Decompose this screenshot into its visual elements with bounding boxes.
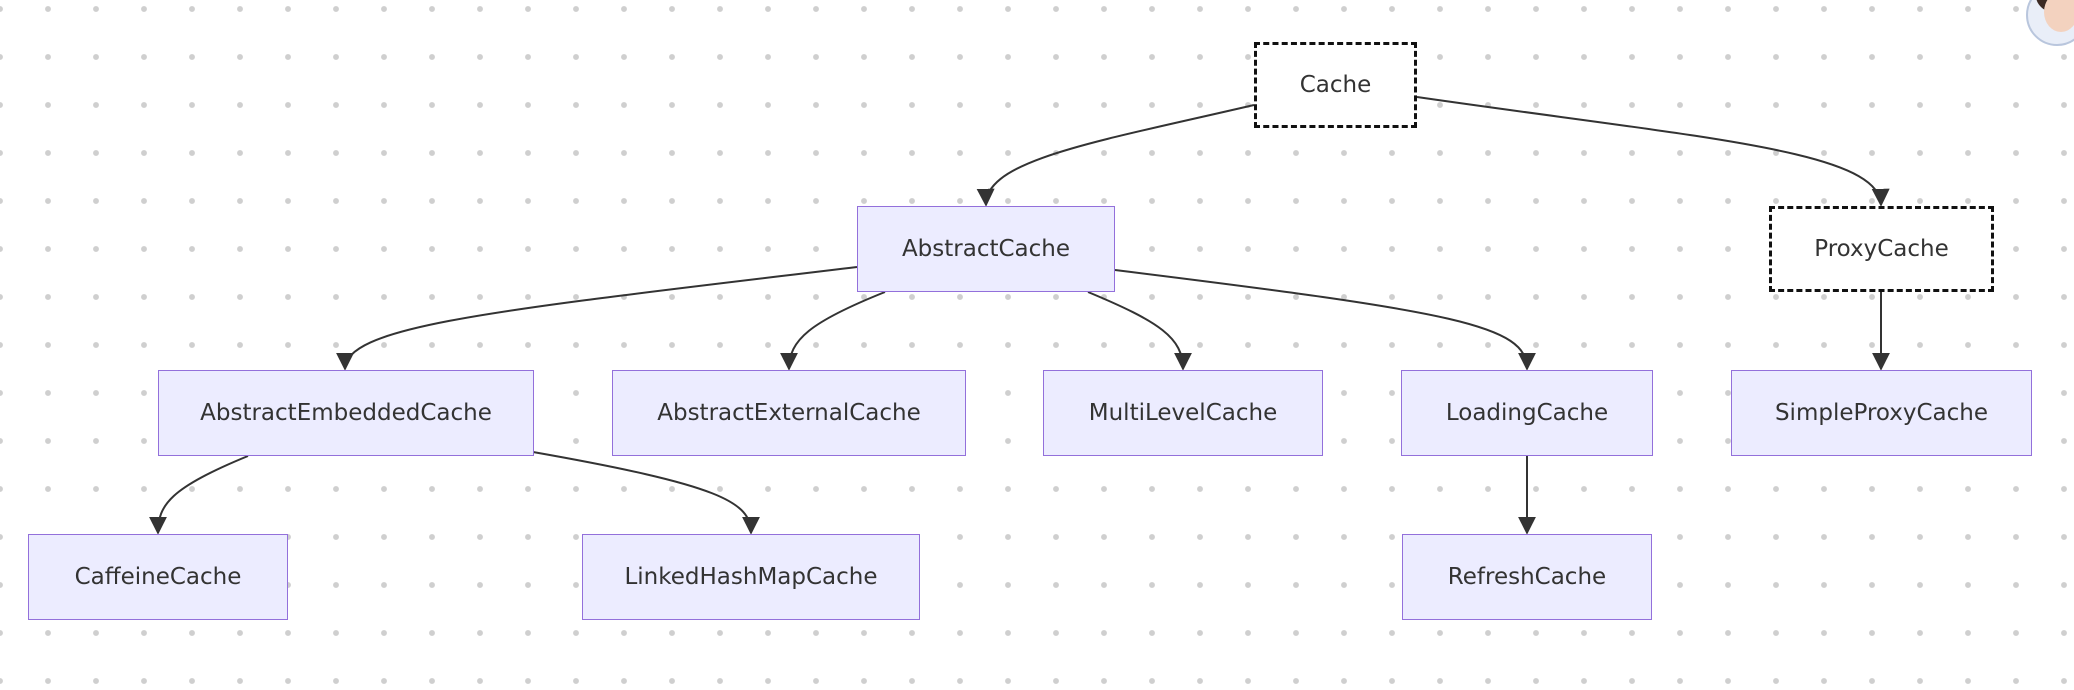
edge-abstract-cache-abstract-external-cache [780, 291, 886, 371]
edge-abstract-cache-abstract-embedded-cache [336, 266, 858, 371]
edge-abstract-cache-multi-level-cache [1087, 291, 1192, 371]
node-cache[interactable]: Cache [1254, 42, 1417, 128]
node-refresh-cache[interactable]: RefreshCache [1402, 534, 1652, 620]
node-simple-proxy-cache[interactable]: SimpleProxyCache [1731, 370, 2032, 456]
node-caffeine-cache[interactable]: CaffeineCache [28, 534, 288, 620]
edge-abstract-embedded-cache-caffeine-cache [149, 455, 249, 535]
node-abstract-cache[interactable]: AbstractCache [857, 206, 1115, 292]
avatar-face [2044, 0, 2074, 32]
node-label: ProxyCache [1814, 236, 1949, 262]
node-loading-cache[interactable]: LoadingCache [1401, 370, 1653, 456]
node-label: RefreshCache [1447, 564, 1607, 590]
node-linked-hash-map-cache[interactable]: LinkedHashMapCache [582, 534, 920, 620]
edge-abstract-cache-loading-cache [1114, 269, 1536, 371]
node-label: AbstractEmbeddedCache [200, 400, 492, 426]
node-label: MultiLevelCache [1088, 400, 1278, 426]
node-label: AbstractCache [901, 236, 1071, 262]
node-label: CaffeineCache [74, 564, 242, 590]
edge-abstract-embedded-cache-linked-hash-map-cache [532, 451, 760, 535]
user-avatar-icon[interactable] [2026, 0, 2074, 46]
edge-cache-proxy-cache [1416, 96, 1890, 207]
node-proxy-cache[interactable]: ProxyCache [1769, 206, 1994, 292]
node-label: SimpleProxyCache [1774, 400, 1989, 426]
node-label: AbstractExternalCache [657, 400, 921, 426]
node-multi-level-cache[interactable]: MultiLevelCache [1043, 370, 1323, 456]
node-label: LinkedHashMapCache [624, 564, 878, 590]
node-label: Cache [1299, 72, 1372, 98]
node-abstract-embedded-cache[interactable]: AbstractEmbeddedCache [158, 370, 534, 456]
node-label: LoadingCache [1445, 400, 1609, 426]
node-abstract-external-cache[interactable]: AbstractExternalCache [612, 370, 966, 456]
edge-cache-abstract-cache [976, 104, 1255, 207]
